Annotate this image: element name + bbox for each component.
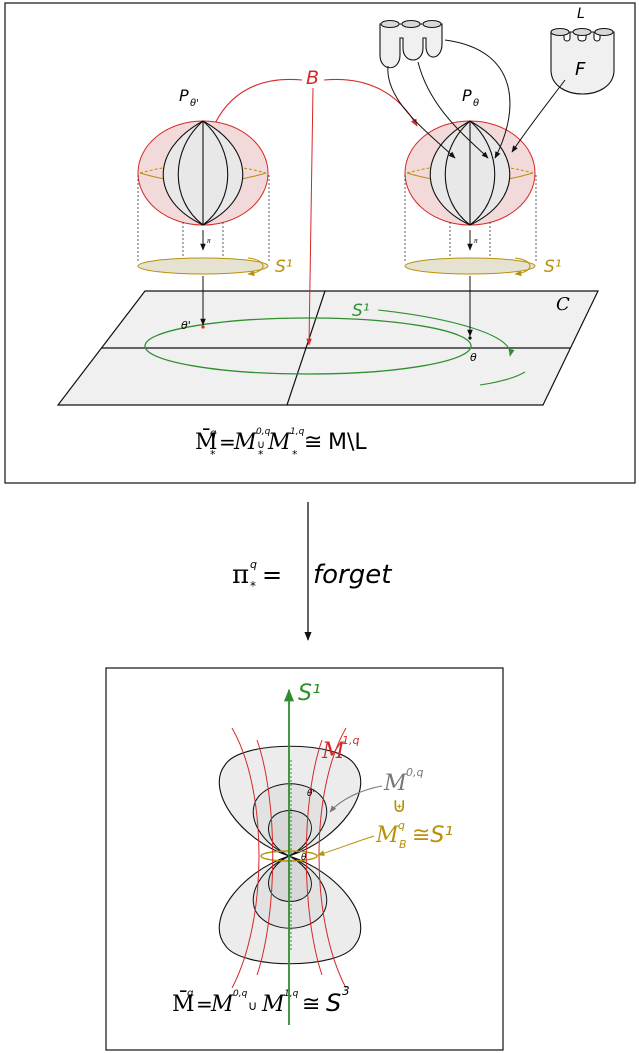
svg-text:1,q: 1,q: [284, 989, 299, 999]
M0q-pointer: [329, 785, 383, 813]
svg-text:q: q: [210, 428, 216, 439]
bottom-formula: M̄ q = M 0,q ∪ M 1,q ≅ S 3: [172, 984, 350, 1017]
svg-text:*: *: [258, 448, 264, 461]
svg-text:0,q: 0,q: [256, 427, 271, 437]
svg-text:*: *: [292, 448, 298, 461]
svg-text:1,q: 1,q: [342, 734, 359, 747]
svg-text:M: M: [383, 771, 407, 796]
forget-label: π q * = forget: [232, 558, 392, 593]
svg-text:M\L: M\L: [328, 430, 367, 455]
top-panel-frame: [4, 2, 636, 484]
theta-point: [468, 336, 472, 340]
svg-text:forget: forget: [313, 560, 392, 590]
arrow-B-to-left: [211, 78, 303, 131]
svg-text:q: q: [398, 819, 405, 832]
P-left-sub: θ': [190, 98, 199, 109]
svg-text:M: M: [261, 992, 285, 1017]
svg-text:π: π: [232, 560, 249, 590]
svg-text:q: q: [187, 988, 193, 999]
disjoint-union: ⊎: [392, 793, 407, 817]
svg-text:1,q: 1,q: [290, 427, 305, 437]
theta-prime-label: θ': [181, 319, 191, 332]
plane-C: [56, 290, 599, 406]
top-formula: M̄ q * = M 0,q ∪ * M 1,q * ≅ M\L: [195, 427, 367, 461]
svg-text:=: =: [196, 992, 213, 1016]
pants-arrows: [387, 39, 566, 159]
svg-text:M: M: [375, 823, 399, 848]
svg-text:M: M: [210, 992, 234, 1017]
svg-text:M: M: [321, 739, 345, 764]
svg-text:S: S: [326, 989, 341, 1017]
svg-text:∪: ∪: [257, 438, 265, 451]
sphere-right-projection: [404, 175, 537, 262]
M1q-label: M 1,q: [321, 734, 359, 764]
MBq-pointer: [317, 835, 375, 856]
bottom-panel-frame: [105, 667, 504, 1051]
theta-prime-bottom: θ': [307, 789, 315, 799]
pants-right-icon: [550, 28, 615, 95]
svg-text:q: q: [250, 558, 257, 571]
M0q-label: M 0,q: [383, 766, 423, 796]
plane-S1-label: S¹: [352, 301, 370, 321]
svg-text:M: M: [267, 430, 291, 455]
svg-text:0,q: 0,q: [406, 766, 423, 779]
svg-text:*: *: [250, 579, 256, 593]
sphere-left-projection: [137, 175, 270, 262]
svg-text:*: *: [210, 448, 216, 461]
svg-text:=: =: [219, 430, 236, 454]
label-B: B: [306, 67, 319, 89]
pi-small-right: π: [474, 238, 478, 245]
plane-S1-circle: [144, 309, 526, 386]
S1-axis-label: S¹: [298, 681, 321, 706]
base-disk-right: [404, 257, 536, 277]
svg-text:≅: ≅: [304, 430, 322, 455]
pi-small-left: π: [207, 238, 211, 245]
sphere-left: [137, 120, 269, 226]
theta-prime-point: [201, 325, 205, 329]
P-left-label: P: [179, 86, 189, 105]
S1-right-label: S¹: [544, 257, 562, 277]
svg-text:≅: ≅: [302, 992, 320, 1017]
P-right-label: P: [462, 86, 472, 105]
sphere-right: [404, 120, 536, 226]
P-right-sub: θ: [473, 98, 479, 109]
arrow-B-to-plane: [306, 87, 314, 346]
S1-left-label: S¹: [275, 257, 293, 277]
lower-lobe: [218, 855, 362, 965]
svg-text:M̄: M̄: [195, 428, 218, 455]
theta-label: θ: [470, 351, 477, 364]
pants-left-icon: [379, 20, 443, 69]
label-C: C: [556, 294, 570, 315]
svg-text:M̄: M̄: [172, 990, 195, 1017]
svg-text:0,q: 0,q: [233, 989, 248, 999]
svg-text:M: M: [233, 430, 257, 455]
svg-text:∪: ∪: [248, 999, 258, 1014]
svg-text:B: B: [399, 838, 407, 851]
label-L: L: [577, 6, 585, 22]
theta-bottom: θ: [301, 853, 307, 863]
svg-text:3: 3: [342, 984, 350, 998]
svg-text:=: =: [262, 561, 282, 589]
base-disk-left: [137, 257, 269, 277]
upper-lobe: [218, 745, 362, 857]
MBq-label: M q B ≅S¹: [375, 819, 453, 851]
label-F: F: [575, 59, 586, 80]
svg-text:≅S¹: ≅S¹: [412, 823, 453, 848]
